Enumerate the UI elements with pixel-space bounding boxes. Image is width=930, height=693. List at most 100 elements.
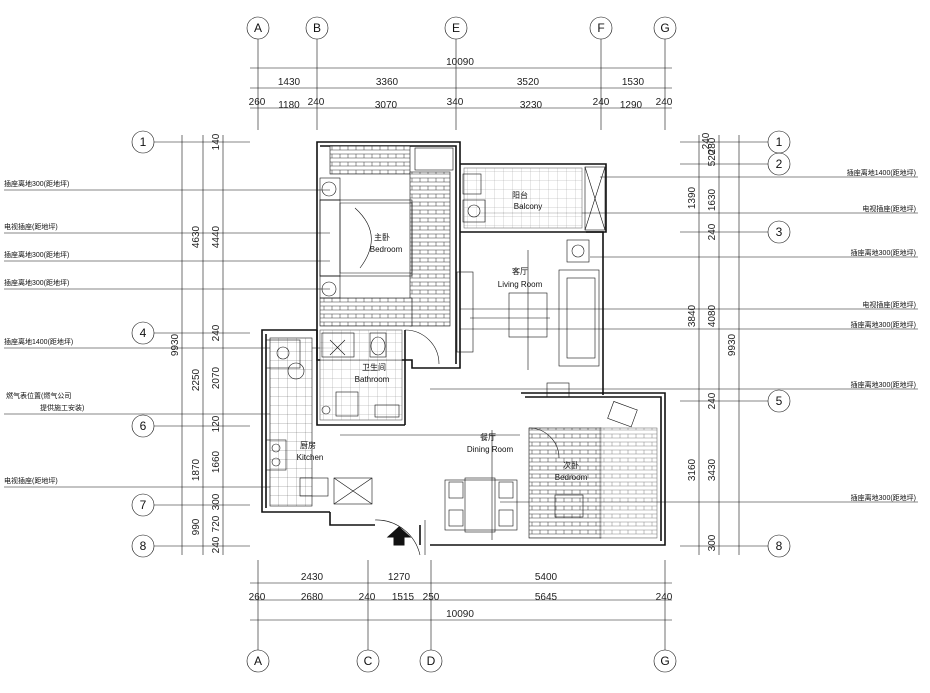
dim-bot-r2-6: 240 <box>656 592 673 603</box>
dim-left-in-1: 4440 <box>211 225 222 248</box>
dim-left-mid-1: 2250 <box>191 368 202 391</box>
grid-label-top-b: B <box>313 21 321 35</box>
grid-label-bot-g: G <box>660 654 669 668</box>
dim-top-r1-3: 1530 <box>622 77 645 88</box>
dim-bot-r2-0: 260 <box>249 592 266 603</box>
grid-label-top-f: F <box>597 21 604 35</box>
note-right-0: 插座离地1400(距地坪) <box>847 168 916 177</box>
grid-label-bot-d: D <box>427 654 436 668</box>
dim-left-in-3: 2070 <box>211 366 222 389</box>
grid-label-left-7: 7 <box>140 498 147 512</box>
room-balcony-cn: 阳台 <box>512 190 528 200</box>
grid-label-left-8: 8 <box>140 539 147 553</box>
dim-left-in-7: 720 <box>211 515 222 532</box>
dim-bot-r2-1: 2680 <box>301 592 324 603</box>
room-bathroom-en: Bathroom <box>355 375 390 384</box>
dim-right-in-6: 240 <box>707 392 718 409</box>
dim-right-in-2: 520 <box>707 149 718 166</box>
dim-top-r2-6: 240 <box>593 97 610 108</box>
note-left-7: 电视插座(距地坪) <box>4 476 58 485</box>
dim-top-r2-5: 3230 <box>520 100 543 111</box>
grid-label-left-4: 4 <box>140 326 147 340</box>
note-left-1: 电视插座(距地坪) <box>4 222 58 231</box>
dim-bot-total: 10090 <box>446 609 474 620</box>
dim-top-r1-1: 3360 <box>376 77 399 88</box>
dim-right-in-5: 4080 <box>707 304 718 327</box>
dim-top-r1-2: 3520 <box>517 77 540 88</box>
note-right-1: 电视插座(距地坪) <box>862 204 916 213</box>
dim-left-mid-3: 990 <box>191 518 202 535</box>
dim-right-mid-1: 3840 <box>687 304 698 327</box>
note-right-4: 插座离地300(距地坪) <box>851 320 916 329</box>
kitchen-fixtures <box>265 339 329 497</box>
right-dimensions: 1 2 3 5 8 1390 3840 3160 280 240 520 163… <box>680 130 791 558</box>
dim-right-in-7: 3430 <box>707 458 718 481</box>
dim-top-r2-8: 240 <box>656 97 673 108</box>
dim-top-r2-0: 260 <box>249 97 266 108</box>
room-bedroom1-en: Bedroom <box>370 245 403 254</box>
dim-top-r2-7: 1290 <box>620 100 643 111</box>
floor-finishes <box>269 145 658 539</box>
room-bedroom2-cn: 次卧 <box>563 460 579 470</box>
balcony-fixtures <box>462 173 486 223</box>
note-left-6: 提供施工安装) <box>40 403 84 412</box>
dim-left-in-8: 240 <box>211 536 222 553</box>
note-left-2: 插座离地300(距地坪) <box>4 250 69 259</box>
grid-label-left-6: 6 <box>140 419 147 433</box>
dim-bot-r1-1: 1270 <box>388 572 411 583</box>
grid-label-right-8: 8 <box>776 539 783 553</box>
living-furniture <box>456 239 600 370</box>
dim-left-outer: 9930 <box>170 333 181 356</box>
grid-label-right-2: 2 <box>776 157 783 171</box>
room-bedroom2-en: Bedroom <box>555 473 588 482</box>
note-right-2: 插座离地300(距地坪) <box>851 248 916 257</box>
note-left-5: 燃气表位置(燃气公司 <box>6 391 71 400</box>
room-balcony-en: Balcony <box>514 202 542 211</box>
entrance-arrow-icon <box>386 526 412 546</box>
dim-right-in-0: 280 <box>707 137 718 154</box>
dim-top-total: 10090 <box>446 57 474 68</box>
room-bathroom-cn: 卫生间 <box>362 362 386 372</box>
room-dining-cn: 餐厅 <box>480 433 496 442</box>
dim-left-in-2: 240 <box>211 324 222 341</box>
dim-right-in-8: 300 <box>707 534 718 551</box>
dim-top-r2-3: 3070 <box>375 100 398 111</box>
grid-label-right-1: 1 <box>776 135 783 149</box>
dim-right-outer: 9930 <box>727 333 738 356</box>
note-left-4: 插座离地1400(距地坪) <box>4 337 73 346</box>
dim-left-in-0: 140 <box>211 133 222 150</box>
bathroom-fixtures <box>321 329 440 418</box>
dim-right-mid-2: 3160 <box>687 458 698 481</box>
dim-left-in-6: 300 <box>211 493 222 510</box>
dining-furniture <box>333 430 520 540</box>
room-bedroom1-cn: 主卧 <box>374 232 390 242</box>
dim-bot-r1-0: 2430 <box>301 572 324 583</box>
note-right-3: 电视插座(距地坪) <box>862 300 916 309</box>
entrance <box>374 519 426 556</box>
dim-bot-r2-2: 240 <box>359 592 376 603</box>
dim-top-r2-4: 340 <box>447 97 464 108</box>
master-bed <box>319 147 454 299</box>
room-kitchen-cn: 厨房 <box>300 440 316 450</box>
room-living-cn: 客厅 <box>512 266 528 276</box>
room-living-en: Living Room <box>498 280 543 289</box>
dim-right-in-1: 240 <box>701 132 712 149</box>
grid-label-bot-c: C <box>364 654 373 668</box>
grid-label-right-3: 3 <box>776 225 783 239</box>
dim-bot-r2-5: 5645 <box>535 592 558 603</box>
dim-right-mid-0: 1390 <box>687 186 698 209</box>
grid-label-left-1: 1 <box>140 135 147 149</box>
left-notes: 插座离地300(距地坪) 电视插座(距地坪) 插座离地300(距地坪) 插座离地… <box>4 179 340 488</box>
grid-label-bot-a: A <box>254 654 262 668</box>
dim-top-r2-1: 1180 <box>278 100 300 111</box>
note-right-5: 插座离地300(距地坪) <box>851 380 916 389</box>
grid-label-top-e: E <box>452 21 460 35</box>
top-dimensions: 10090 1430 3360 3520 1530 260 1180 240 3… <box>249 57 673 111</box>
dim-bot-r2-3: 1515 <box>392 592 415 603</box>
grid-label-top-a: A <box>254 21 262 35</box>
note-left-3: 插座离地300(距地坪) <box>4 278 69 287</box>
dim-bot-r1-2: 5400 <box>535 572 558 583</box>
grid-label-top-g: G <box>660 21 669 35</box>
dim-left-in-4: 120 <box>211 415 222 432</box>
